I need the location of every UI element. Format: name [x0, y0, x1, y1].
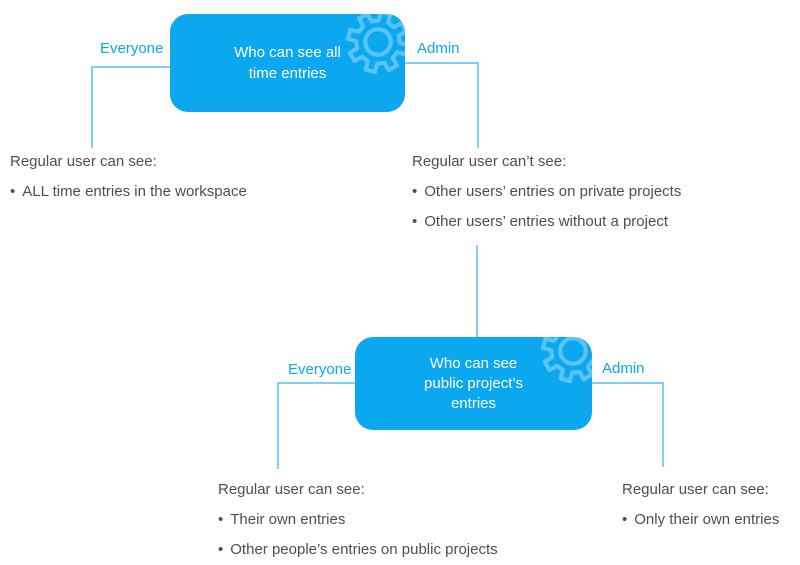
- outcome-list: • ALL time entries in the workspace: [10, 177, 247, 207]
- list-item: • Other people’s entries on public projec…: [218, 535, 498, 565]
- bullet-text: Other people’s entries on public project…: [230, 541, 498, 558]
- bullet-text: Only their own entries: [634, 511, 780, 528]
- edge-label-admin: Admin: [602, 360, 645, 377]
- node-title: Who can see public project’s entries: [424, 354, 523, 412]
- node-who-can-see-all-time-entries: Who can see all time entries: [170, 14, 405, 112]
- everyone-outcome-block: Regular user can see: • ALL time entries …: [10, 147, 247, 207]
- bullet-text: Their own entries: [230, 511, 346, 528]
- connector-node2-everyone: [277, 382, 355, 469]
- outcome-heading: Regular user can’t see:: [412, 153, 567, 170]
- bullet-text: ALL time entries in the workspace: [22, 183, 247, 200]
- bullet-marker: •: [218, 541, 224, 558]
- everyone-outcome-block: Regular user can see: • Their own entries…: [218, 475, 498, 565]
- connector-node1-admin: [405, 62, 479, 148]
- list-item: • Only their own entries: [622, 505, 779, 535]
- edge-label-everyone: Everyone: [288, 361, 352, 378]
- gear-icon: [345, 14, 405, 75]
- list-item: • Other users’ entries on private project…: [412, 177, 681, 207]
- outcome-list: • Their own entries • Other people’s entri…: [218, 505, 498, 565]
- node-title: Who can see all time entries: [234, 44, 341, 82]
- list-item: • Their own entries: [218, 505, 498, 535]
- outcome-heading: Regular user can see:: [10, 153, 157, 170]
- bullet-marker: •: [412, 213, 418, 230]
- list-item: • Other users’ entries without a project: [412, 207, 681, 237]
- bullet-marker: •: [412, 183, 418, 200]
- edge-label-everyone: Everyone: [100, 40, 164, 57]
- bullet-marker: •: [10, 183, 16, 200]
- outcome-list: • Only their own entries: [622, 505, 779, 535]
- bullet-text: Other users’ entries without a project: [424, 213, 668, 230]
- admin-outcome-block: Regular user can’t see: • Other users’ en…: [412, 147, 681, 237]
- node-who-can-see-public-project-entries: Who can see public project’s entries: [355, 337, 592, 430]
- connector-node1-everyone: [91, 66, 170, 148]
- outcome-heading: Regular user can see:: [622, 481, 769, 498]
- admin-outcome-block: Regular user can see: • Only their own en…: [622, 475, 779, 535]
- outcome-list: • Other users’ entries on private project…: [412, 177, 681, 237]
- gear-icon: [540, 337, 592, 384]
- edge-label-admin: Admin: [417, 40, 460, 57]
- outcome-heading: Regular user can see:: [218, 481, 365, 498]
- bullet-text: Other users’ entries on private projects: [424, 183, 682, 200]
- list-item: • ALL time entries in the workspace: [10, 177, 247, 207]
- bullet-marker: •: [218, 511, 224, 528]
- connector-node2-admin: [592, 382, 664, 467]
- bullet-marker: •: [622, 511, 628, 528]
